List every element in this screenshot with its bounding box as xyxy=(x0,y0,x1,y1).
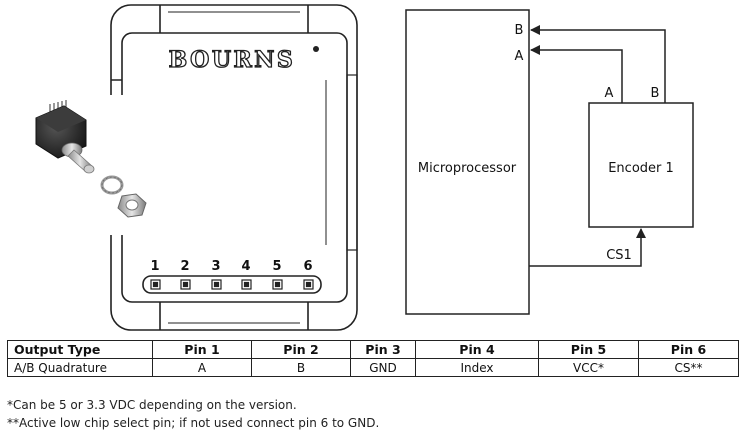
right-rail xyxy=(346,74,358,251)
encoder-output-a-label: A xyxy=(605,86,614,101)
mcu-input-a-label: A xyxy=(515,49,524,64)
encoder-label: Encoder 1 xyxy=(608,161,674,176)
pin-pads xyxy=(150,279,314,290)
pin-number-1: 1 xyxy=(150,259,159,274)
pin-pad-5 xyxy=(272,279,283,290)
pin-numbers: 1 2 3 4 5 6 xyxy=(150,259,312,274)
cell-output-type: A/B Quadrature xyxy=(7,358,153,377)
cs-label: CS1 xyxy=(606,248,632,263)
table-row: A/B Quadrature A B GND Index VCC* CS** xyxy=(7,358,739,377)
microprocessor-label: Microprocessor xyxy=(418,161,517,176)
header-pin-2: Pin 2 xyxy=(251,340,351,359)
header-pin-6: Pin 6 xyxy=(638,340,739,359)
logo-dot xyxy=(313,46,319,52)
block-diagram xyxy=(405,9,694,315)
signal-line-cs xyxy=(529,228,646,267)
mcu-input-b-label: B xyxy=(515,23,524,38)
header-output-type: Output Type xyxy=(7,340,153,359)
header-pin-5: Pin 5 xyxy=(538,340,639,359)
encoder-box xyxy=(588,102,694,228)
footnote-cs: **Active low chip select pin; if not use… xyxy=(7,416,380,430)
cell-pin-6: CS** xyxy=(638,358,739,377)
top-tab-outline xyxy=(159,5,309,33)
cell-pin-4: Index xyxy=(415,358,539,377)
cell-pin-1: A xyxy=(152,358,252,377)
encoder-output-b-label: B xyxy=(651,86,660,101)
pin-pad-6 xyxy=(303,279,314,290)
pin-pad-4 xyxy=(241,279,252,290)
cell-pin-5: VCC* xyxy=(538,358,639,377)
pin-pad-3 xyxy=(211,279,222,290)
footnote-vcc: *Can be 5 or 3.3 VDC depending on the ve… xyxy=(7,398,297,412)
header-pin-1: Pin 1 xyxy=(152,340,252,359)
table-header-row: Output Type Pin 1 Pin 2 Pin 3 Pin 4 Pin … xyxy=(7,340,739,359)
pin-pad-1 xyxy=(150,279,161,290)
pinout-table: Output Type Pin 1 Pin 2 Pin 3 Pin 4 Pin … xyxy=(7,340,739,377)
pin-number-6: 6 xyxy=(303,259,312,274)
header-pin-4: Pin 4 xyxy=(415,340,539,359)
pin-pad-2 xyxy=(180,279,191,290)
bottom-tab-outline xyxy=(159,302,309,330)
pin-number-4: 4 xyxy=(241,259,250,274)
signal-line-b xyxy=(530,25,666,103)
signal-line-a xyxy=(530,45,623,103)
microprocessor-box xyxy=(405,9,530,315)
cell-pin-2: B xyxy=(251,358,351,377)
cell-pin-3: GND xyxy=(350,358,416,377)
header-pin-3: Pin 3 xyxy=(350,340,416,359)
rotary-encoder-icon xyxy=(35,100,147,218)
pin-number-2: 2 xyxy=(180,259,189,274)
pin-header xyxy=(142,275,322,294)
diagram-canvas: BOURNS 1 2 3 4 5 6 xyxy=(35,4,694,331)
brand-logo: BOURNS xyxy=(169,47,296,73)
pin-number-3: 3 xyxy=(211,259,220,274)
pin-number-5: 5 xyxy=(272,259,281,274)
